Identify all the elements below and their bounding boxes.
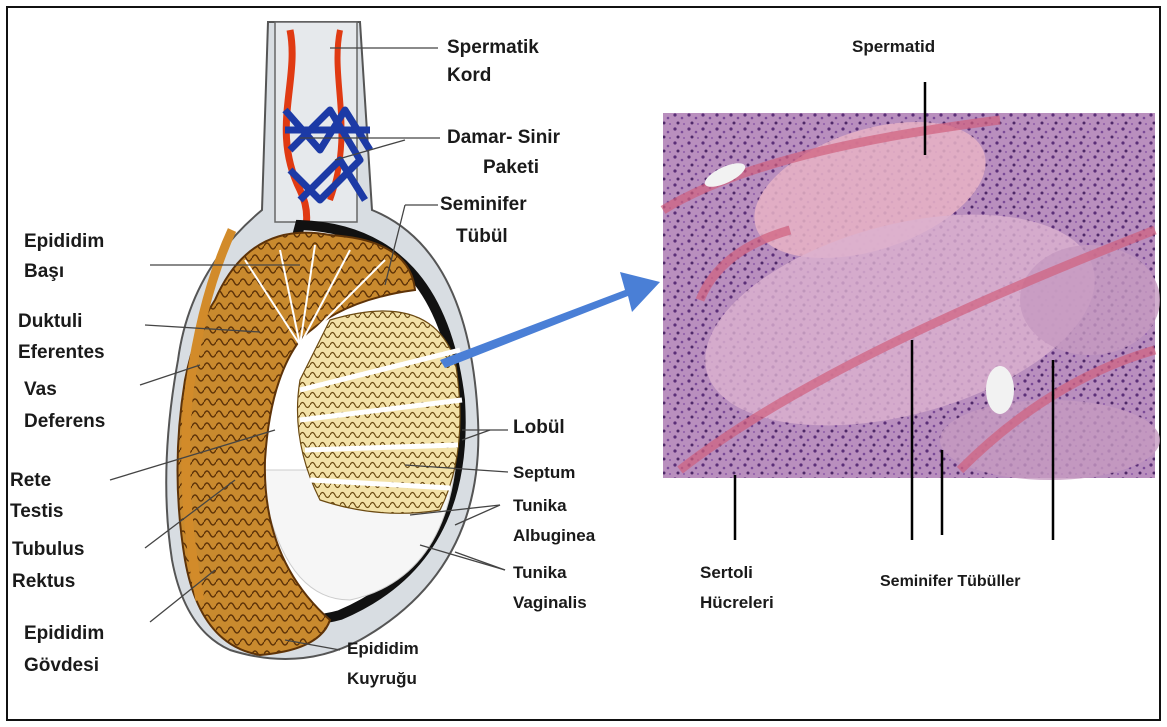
label-vas-1: Vas bbox=[24, 378, 57, 402]
label-spermatik-kord-2: Kord bbox=[447, 64, 491, 88]
label-seminifer-tubuller: Seminifer Tübüller bbox=[880, 571, 1020, 593]
zoom-arrow bbox=[440, 272, 660, 368]
label-epididim-basi-2: Başı bbox=[24, 260, 64, 284]
label-lobul: Lobül bbox=[513, 416, 565, 440]
label-tunika-albuginea-2: Albuginea bbox=[513, 525, 595, 547]
label-damar-sinir-1: Damar- Sinir bbox=[447, 126, 560, 150]
label-tunika-albuginea-1: Tunika bbox=[513, 495, 567, 517]
label-rete-2: Testis bbox=[10, 500, 64, 524]
label-spermatik-kord-1: Spermatik bbox=[447, 36, 539, 60]
label-sertoli-1: Sertoli bbox=[700, 562, 753, 584]
label-seminifer-tubul-2: Tübül bbox=[456, 225, 508, 249]
label-tunika-vaginalis-2: Vaginalis bbox=[513, 592, 587, 614]
label-damar-sinir-2: Paketi bbox=[483, 156, 539, 180]
label-epididim-govdesi-1: Epididim bbox=[24, 622, 104, 646]
label-tubulus-1: Tubulus bbox=[12, 538, 84, 562]
label-septum: Septum bbox=[513, 462, 575, 484]
label-spermatid: Spermatid bbox=[852, 36, 935, 58]
label-epididim-govdesi-2: Gövdesi bbox=[24, 654, 99, 678]
label-vas-2: Deferens bbox=[24, 410, 105, 434]
label-epididim-kuyrugu-2: Kuyruğu bbox=[347, 668, 417, 690]
label-tubulus-2: Rektus bbox=[12, 570, 75, 594]
label-duktuli-2: Eferentes bbox=[18, 341, 105, 365]
label-seminifer-tubul-1: Seminifer bbox=[440, 193, 527, 217]
label-tunika-vaginalis-1: Tunika bbox=[513, 562, 567, 584]
label-duktuli-1: Duktuli bbox=[18, 310, 82, 334]
label-epididim-basi-1: Epididim bbox=[24, 230, 104, 254]
label-epididim-kuyrugu-1: Epididim bbox=[347, 638, 419, 660]
label-sertoli-2: Hücreleri bbox=[700, 592, 774, 614]
label-rete-1: Rete bbox=[10, 469, 51, 493]
